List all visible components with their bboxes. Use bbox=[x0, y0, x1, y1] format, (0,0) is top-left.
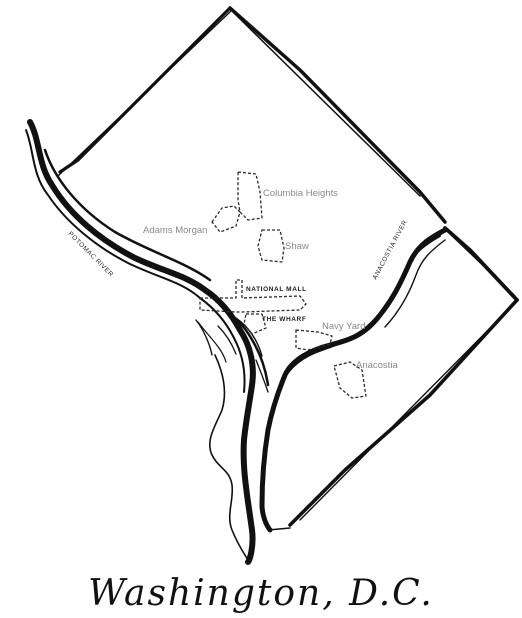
national-mall-label: NATIONAL MALL bbox=[246, 286, 307, 293]
shaw-label: Shaw bbox=[285, 241, 309, 252]
map-title: Washington, D.C. bbox=[88, 573, 434, 614]
columbia-heights-outline bbox=[237, 171, 263, 221]
potomac-river-label: POTOMAC RIVER bbox=[67, 230, 115, 278]
national-mall-outline bbox=[199, 279, 307, 313]
anacostia-label: Anacostia bbox=[356, 360, 398, 371]
navy-yard-label: Navy Yard bbox=[322, 321, 365, 332]
anacostia-outline bbox=[333, 361, 367, 399]
navy-yard-outline bbox=[295, 329, 333, 351]
adams-morgan-outline bbox=[211, 205, 241, 233]
neighborhood-outlines bbox=[199, 171, 367, 399]
confluence-area bbox=[217, 312, 270, 387]
adams-morgan-label: Adams Morgan bbox=[143, 225, 207, 236]
the-wharf-outline bbox=[243, 313, 267, 335]
anacostia-river bbox=[255, 227, 448, 533]
potomac-river bbox=[25, 119, 256, 565]
shaw-outline bbox=[257, 229, 285, 263]
district-border bbox=[57, 6, 519, 531]
the-wharf-label: THE WHARF bbox=[262, 316, 306, 323]
columbia-heights-label: Columbia Heights bbox=[263, 188, 338, 199]
